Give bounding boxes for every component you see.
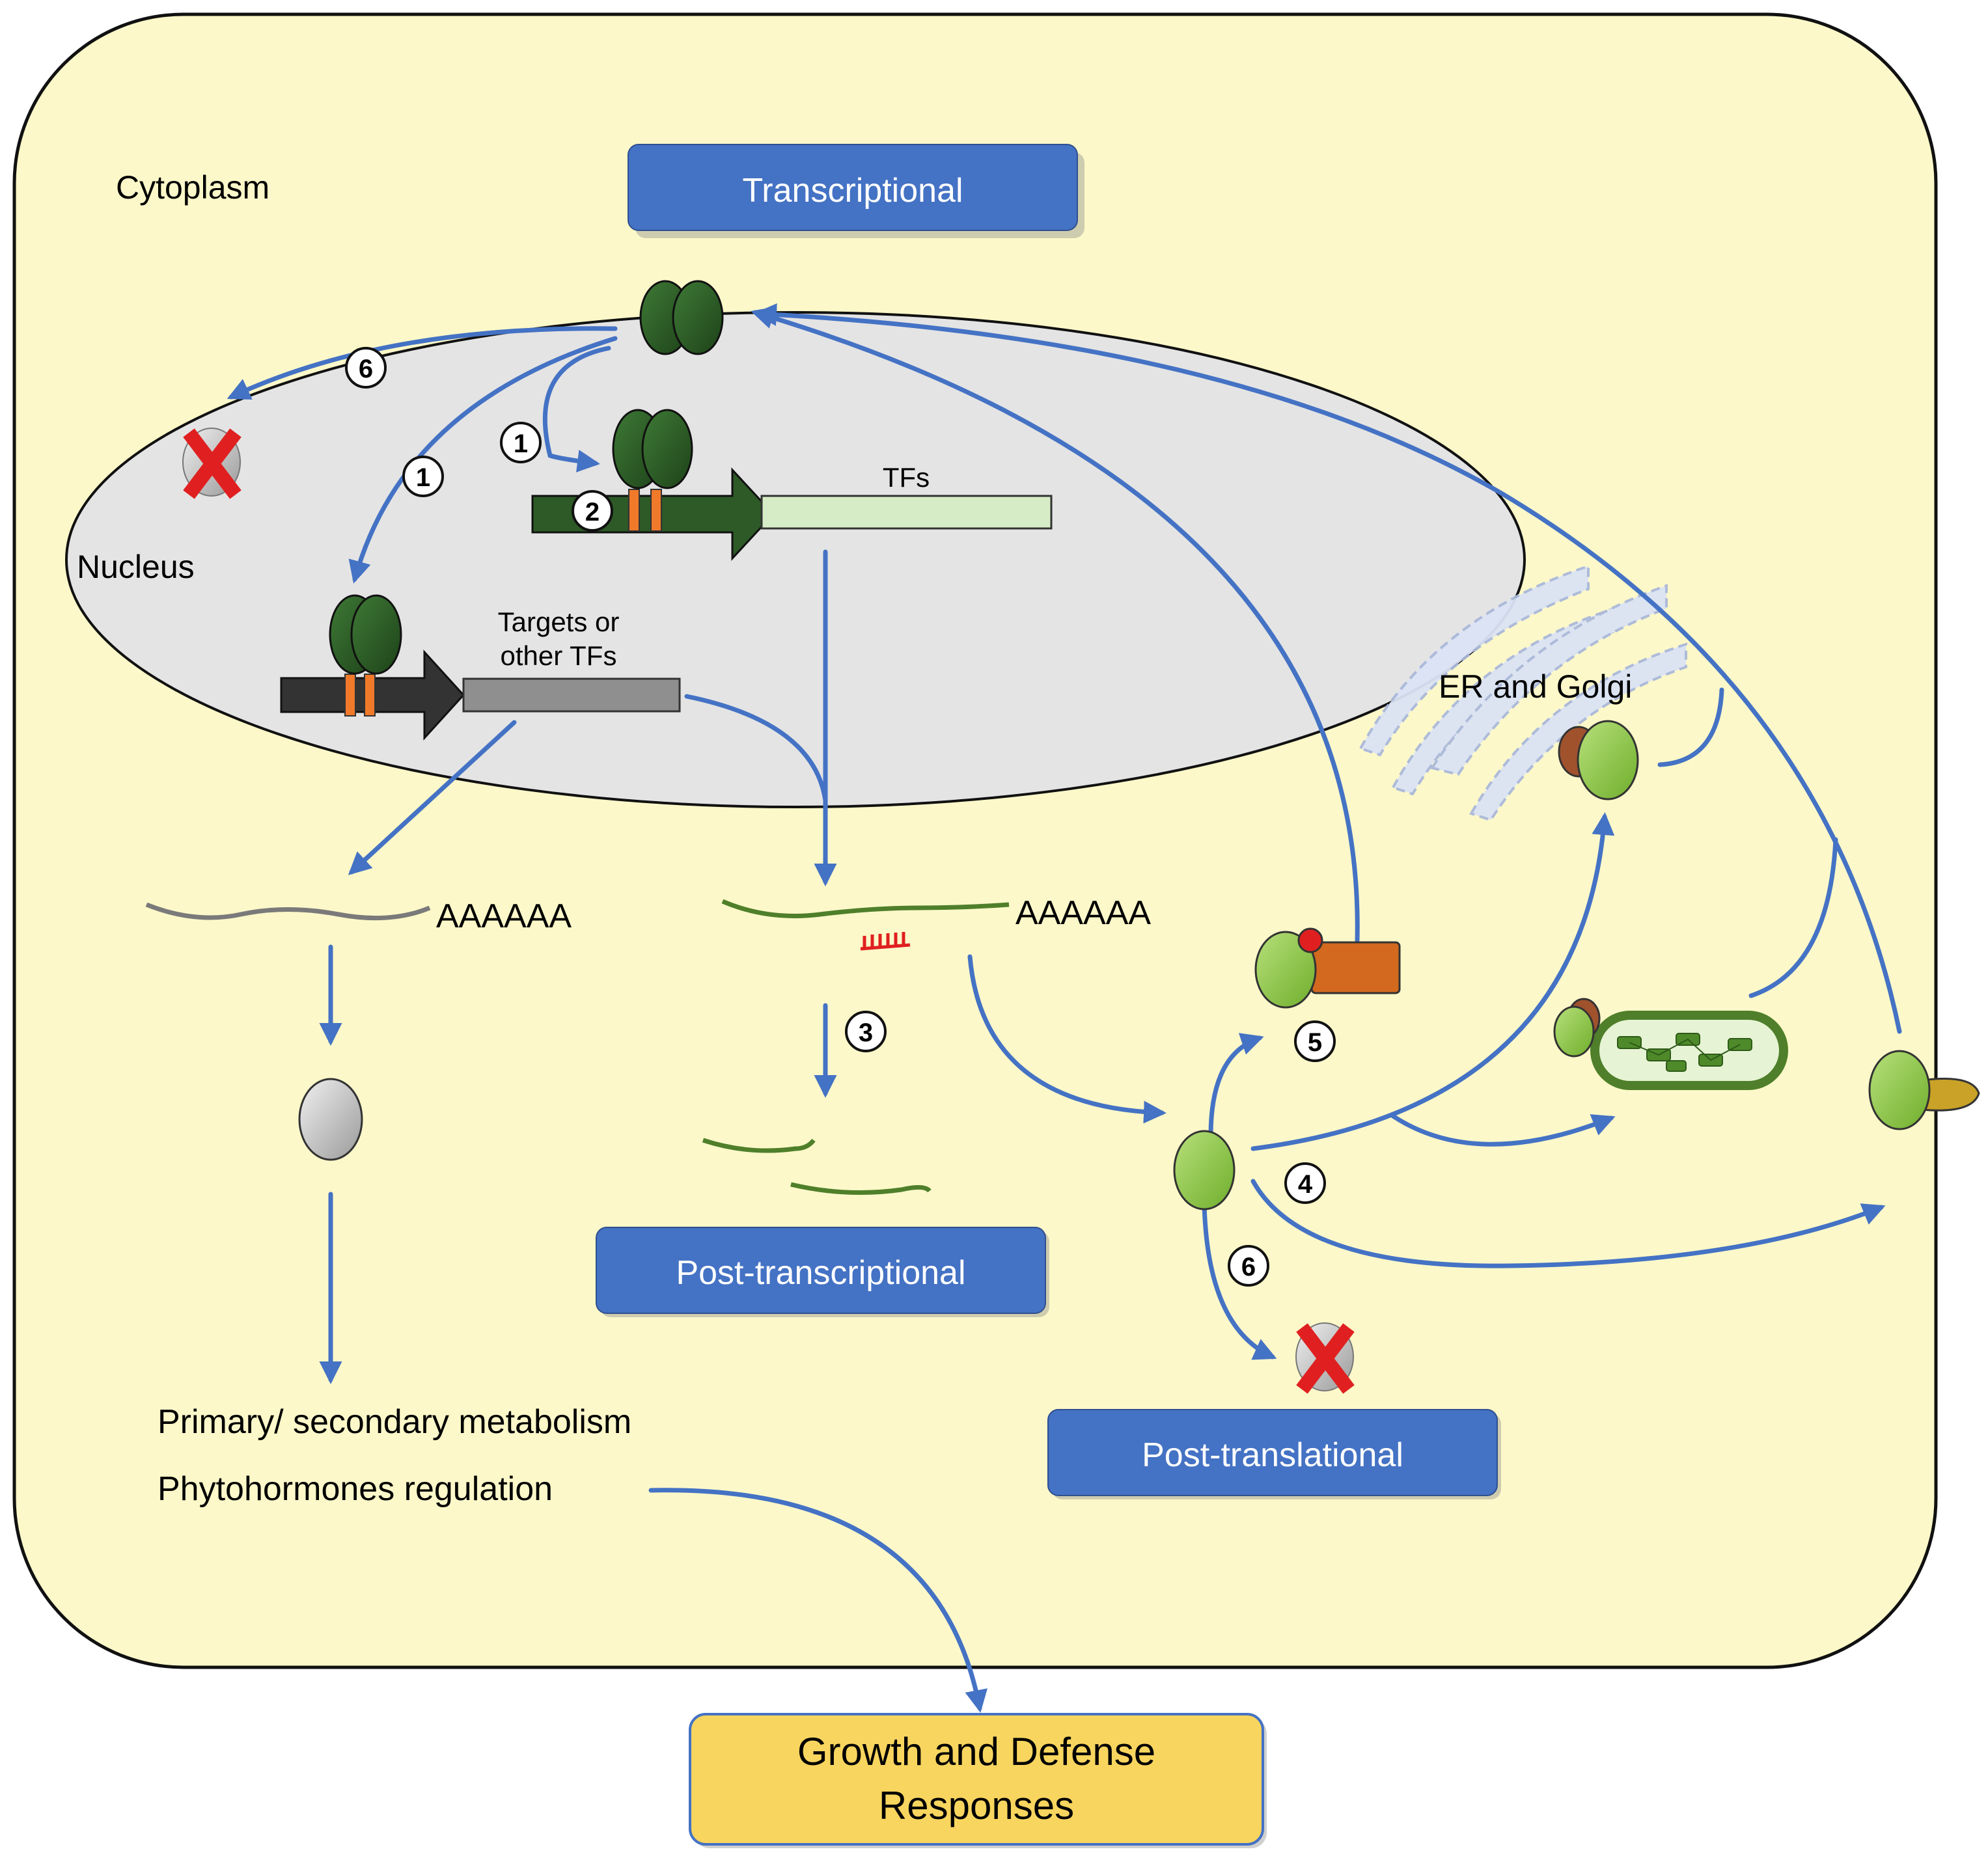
arrow-translation bbox=[967, 954, 1167, 1124]
cytoplasm-label: Cytoplasm bbox=[116, 169, 269, 206]
metabolism-label: Primary/ secondary metabolism bbox=[158, 1403, 631, 1441]
er-golgi-icon bbox=[1359, 564, 1687, 822]
target-protein-icon bbox=[298, 1078, 363, 1161]
step-3-number: 3 bbox=[859, 1018, 873, 1047]
nucleus-label: Nucleus bbox=[77, 549, 195, 585]
polya-right-label: AAAAAA bbox=[1015, 894, 1151, 932]
post-translational-label: Post-translational bbox=[1142, 1436, 1403, 1474]
targets-label-line2: other TFs bbox=[501, 640, 617, 671]
growth-defense-line1: Growth and Defense bbox=[797, 1730, 1155, 1773]
target-gene: Targets or other TFs bbox=[280, 607, 681, 741]
chloroplast-icon bbox=[1590, 1011, 1788, 1090]
arrow-complex-to-nucleus bbox=[751, 307, 1360, 943]
polya-left-label: AAAAAA bbox=[436, 897, 572, 935]
step-1-target-badge: 1 bbox=[402, 456, 444, 497]
step-2-number: 2 bbox=[585, 498, 600, 526]
post-translational-box: Post-translational bbox=[1047, 1409, 1501, 1499]
step-1-target-number: 1 bbox=[416, 463, 430, 492]
post-transcriptional-box: Post-transcriptional bbox=[596, 1227, 1049, 1317]
step-3-badge: 3 bbox=[845, 1011, 887, 1052]
arrow-degradation-nucleus bbox=[227, 326, 618, 400]
arrow-chloroplast-join bbox=[1748, 837, 1838, 998]
step-2-badge: 2 bbox=[572, 490, 613, 532]
degraded-mrna-fragment-1 bbox=[702, 1138, 816, 1153]
step-6-nucleus-number: 6 bbox=[359, 355, 373, 383]
step-6-nucleus-badge: 6 bbox=[345, 347, 387, 389]
mirna-icon bbox=[860, 932, 911, 951]
degradation-x-cytoplasm-icon bbox=[1295, 1322, 1355, 1394]
tf-dimer-tfgene-icon bbox=[612, 409, 693, 489]
step-6-cytoplasm-number: 6 bbox=[1241, 1253, 1256, 1281]
step-1-tf-number: 1 bbox=[514, 430, 528, 458]
tfs-label: TFs bbox=[883, 462, 930, 493]
arrow-er-join bbox=[1657, 687, 1724, 767]
membrane-protein-icon bbox=[1868, 1050, 1980, 1130]
arrow-step5 bbox=[1208, 1033, 1264, 1138]
protein-complex-icon bbox=[1254, 927, 1401, 1009]
tf-gene: TFs bbox=[531, 462, 1053, 561]
chloroplast-protein-icon bbox=[1553, 998, 1601, 1058]
degradation-x-nucleus-icon bbox=[182, 428, 242, 499]
tf-dimer-target-icon bbox=[329, 594, 402, 675]
arrow-to-chloroplast bbox=[1390, 1113, 1616, 1147]
targets-label-line1: Targets or bbox=[498, 607, 620, 637]
step-6-cytoplasm-badge: 6 bbox=[1228, 1245, 1269, 1287]
transcriptional-box: Transcriptional bbox=[628, 144, 1084, 238]
arrow-bind-tf-gene bbox=[543, 346, 611, 472]
growth-defense-line2: Responses bbox=[879, 1784, 1074, 1827]
step-4-number: 4 bbox=[1298, 1170, 1313, 1199]
arrow-degradation-cytoplasm bbox=[1202, 1201, 1277, 1360]
step-5-number: 5 bbox=[1308, 1028, 1322, 1057]
step-1-tf-badge: 1 bbox=[500, 422, 542, 463]
tf-dimer-top-icon bbox=[639, 280, 724, 355]
arrow-bind-target bbox=[348, 336, 618, 584]
arrow-to-responses bbox=[648, 1488, 987, 1713]
arrow-target-transcription bbox=[348, 720, 517, 875]
er-protein-icon bbox=[1558, 720, 1639, 800]
er-golgi-label: ER and Golgi bbox=[1439, 668, 1632, 705]
tf-protein-icon bbox=[1173, 1130, 1236, 1210]
tf-mrna-icon bbox=[721, 899, 1010, 918]
step-4-badge: 4 bbox=[1284, 1162, 1326, 1204]
transcriptional-label: Transcriptional bbox=[742, 172, 963, 210]
arrow-to-membrane bbox=[1250, 1179, 1886, 1268]
step-5-badge: 5 bbox=[1294, 1020, 1336, 1062]
arrow-to-er bbox=[1250, 812, 1615, 1151]
phytohormones-label: Phytohormones regulation bbox=[158, 1470, 553, 1508]
post-transcriptional-label: Post-transcriptional bbox=[676, 1254, 965, 1292]
degraded-mrna-fragment-2 bbox=[790, 1182, 932, 1195]
nucleus-region bbox=[65, 311, 1526, 808]
arrow-targets-loop bbox=[684, 694, 828, 803]
arrow-membrane-to-nucleus bbox=[754, 303, 1902, 1034]
growth-defense-box: Growth and Defense Responses bbox=[689, 1713, 1267, 1848]
target-mrna-icon bbox=[145, 902, 431, 921]
